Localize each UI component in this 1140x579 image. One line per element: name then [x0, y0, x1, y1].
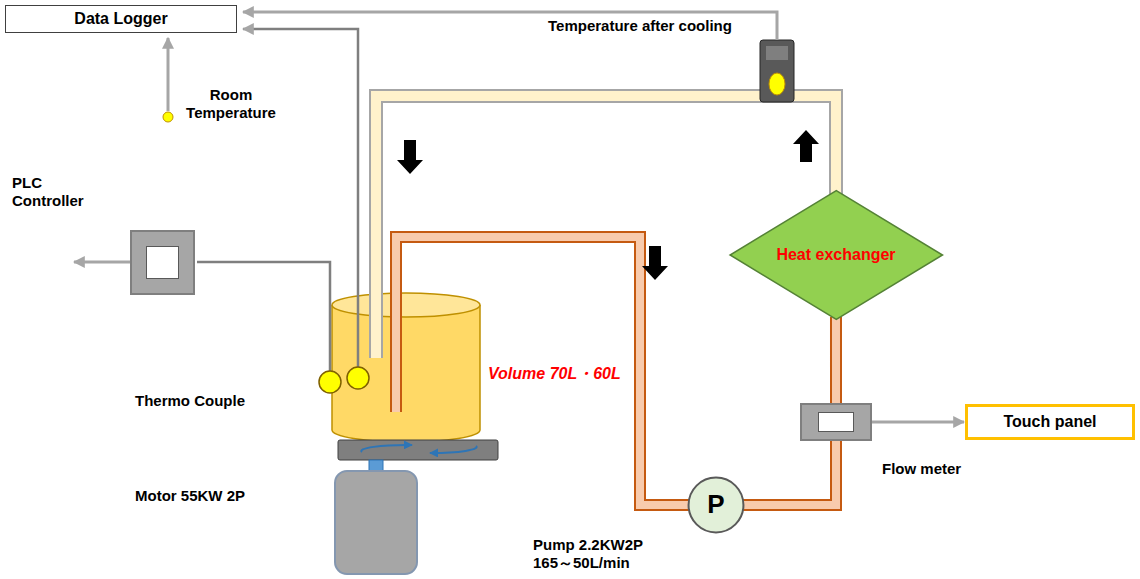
part-label: Motor 55KW 2P [135, 487, 245, 505]
thermocouple [319, 371, 341, 393]
pipe-outline [742, 439, 836, 505]
display-window [146, 246, 179, 279]
sensor-label: Temperature after cooling [548, 17, 732, 35]
output-arrow [74, 261, 130, 264]
volume-note: Volume 70L・60L [488, 364, 621, 383]
cooled-pipe [376, 96, 836, 358]
logger-box: Data Logger [5, 5, 237, 33]
thermocouple [347, 367, 369, 389]
exchanger-shape [730, 191, 942, 320]
sensor-head [766, 46, 788, 60]
signal-wire [243, 12, 777, 40]
node-label: PLC Controller [12, 174, 107, 210]
flow-arrow [642, 246, 668, 280]
flow-arrow [397, 140, 423, 174]
node-text: P [707, 489, 724, 520]
signal-line [872, 421, 964, 424]
node-text: Touch panel [1003, 412, 1096, 431]
node-text: Heat exchanger [776, 245, 895, 264]
pipe-connector [835, 317, 836, 405]
pipe-connector [742, 439, 836, 505]
plc-box: PLC Controller [130, 230, 195, 295]
pump-circle: PPump 2.2KW2P 165～50L/min [688, 477, 744, 533]
rotation-arrow [361, 445, 412, 452]
room-sensor [163, 112, 173, 122]
return-pipe-outline [396, 237, 692, 505]
flow-meter: Flow meter [800, 403, 872, 441]
node-label: Flow meter [882, 460, 992, 478]
rotation-arrow [430, 446, 477, 453]
pipe-outline [830, 317, 842, 405]
tank-body [332, 305, 480, 442]
node-label: Pump 2.2KW2P 165～50L/min [533, 536, 651, 572]
signal-connector [872, 422, 964, 423]
signal-wire [197, 262, 330, 371]
temperature-sensor [760, 40, 794, 102]
flow-arrow [793, 130, 819, 162]
sensor-probe [769, 73, 785, 95]
signal-wire [167, 38, 170, 111]
pipe-fill [832, 317, 840, 405]
tank-top [332, 293, 480, 317]
display-window [818, 412, 854, 432]
node-text: Data Logger [74, 9, 167, 28]
signal-wire [243, 29, 358, 367]
sensor-label: Room Temperature [176, 86, 286, 122]
decision-diamond: Heat exchanger [729, 190, 944, 320]
cooled-pipe-outline [376, 96, 836, 358]
pipe-fill [742, 439, 836, 505]
return-pipe [396, 237, 692, 505]
panel-box: Touch panel [965, 404, 1135, 440]
pump-shape [689, 478, 744, 533]
stir-platform [338, 440, 498, 460]
part-label: Thermo Couple [135, 392, 245, 410]
motor-body [335, 471, 417, 574]
